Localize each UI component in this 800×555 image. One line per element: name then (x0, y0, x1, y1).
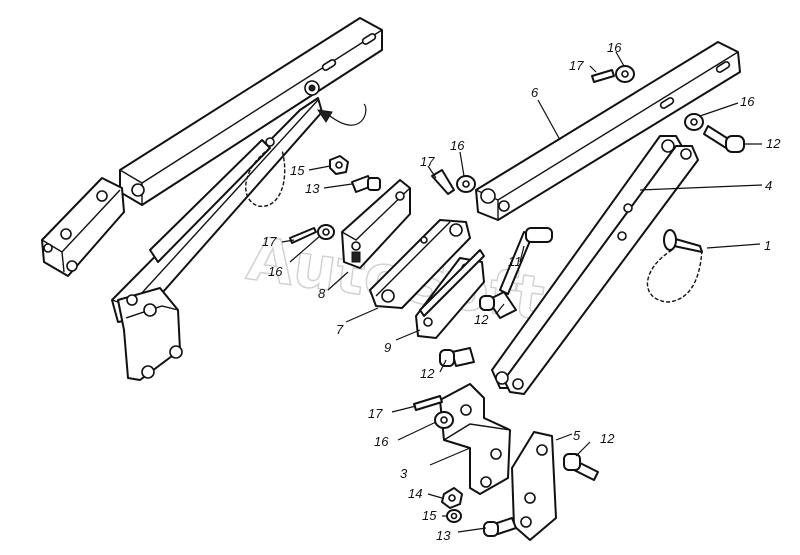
center-parts (341, 169, 553, 367)
label-part-13-bottom: 13 (436, 528, 451, 543)
label-part-17-left: 17 (262, 234, 277, 249)
label-part-6: 6 (531, 85, 539, 100)
label-part-12-center: 12 (474, 312, 489, 327)
label-part-17-bottom: 17 (368, 406, 383, 421)
label-part-16-center: 16 (450, 138, 465, 153)
label-part-17-center: 17 (420, 154, 435, 169)
label-part-3: 3 (400, 466, 408, 481)
label-part-16-bottom: 16 (374, 434, 389, 449)
part-labels: 1 3 4 5 6 7 8 9 11 12 12 12 12 13 13 14 … (262, 40, 781, 543)
label-part-7: 7 (336, 322, 344, 337)
label-part-12-top-right: 12 (766, 136, 781, 151)
label-part-12-lower: 12 (420, 366, 435, 381)
left-beam-assembly (41, 17, 383, 381)
right-beam-assembly (475, 41, 745, 395)
leader-lines (281, 51, 763, 533)
label-part-11: 11 (508, 254, 522, 269)
label-part-16-right: 16 (740, 94, 755, 109)
bottom-parts (413, 383, 599, 541)
left-fasteners (289, 155, 381, 244)
label-part-17-top: 17 (569, 58, 584, 73)
label-part-15-bottom: 15 (422, 508, 437, 523)
label-part-4: 4 (765, 178, 772, 193)
label-part-9: 9 (384, 340, 391, 355)
label-part-16-top: 16 (607, 40, 622, 55)
label-part-16-left: 16 (268, 264, 283, 279)
label-part-5: 5 (573, 428, 581, 443)
label-part-14: 14 (408, 486, 422, 501)
label-part-13-left: 13 (305, 181, 320, 196)
label-part-12-bottom: 12 (600, 431, 615, 446)
label-part-15-left: 15 (290, 163, 305, 178)
label-part-8: 8 (318, 286, 326, 301)
label-part-1: 1 (764, 238, 771, 253)
